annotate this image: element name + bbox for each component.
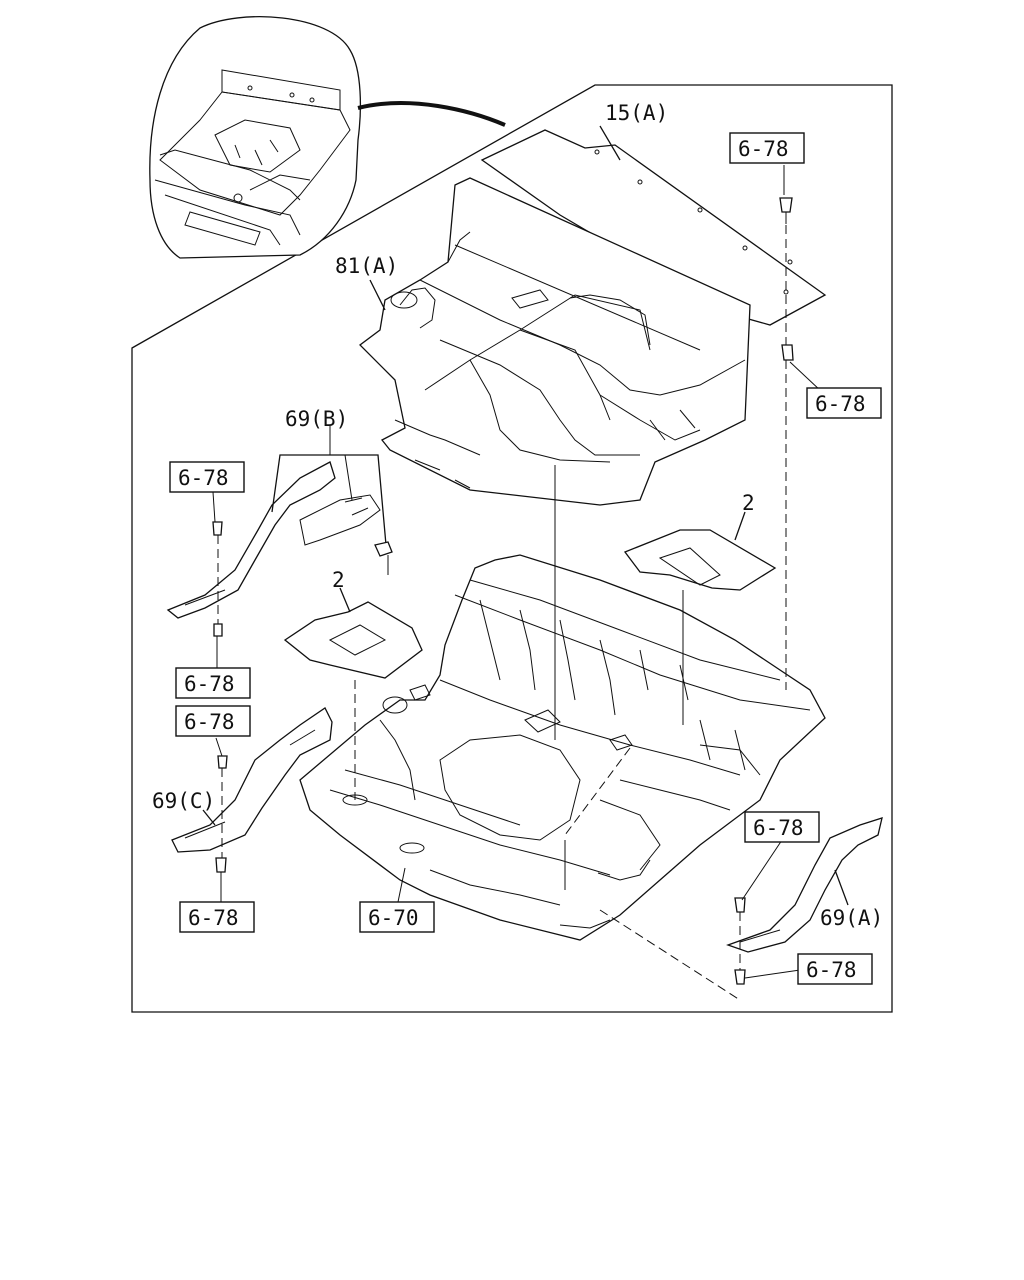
floor-panel-81a [359, 177, 751, 506]
svg-text:6-70: 6-70 [368, 906, 419, 930]
svg-text:6-78: 6-78 [806, 958, 857, 982]
label-2-left: 2 [332, 568, 345, 592]
svg-text:6-78: 6-78 [184, 710, 235, 734]
label-69a: 69(A) [820, 906, 883, 930]
alignment-lines [217, 225, 787, 1001]
ref-box-6-78-mid-right[interactable]: 6-78 [806, 387, 882, 419]
ref-box-6-78-69b-top[interactable]: 6-78 [169, 461, 245, 493]
bracket-69b [271, 454, 387, 546]
label-15a: 15(A) [605, 101, 668, 125]
svg-text:6-78: 6-78 [738, 137, 789, 161]
label-81a: 81(A) [335, 254, 398, 278]
floor-pan-6-70 [299, 554, 826, 941]
leader-lines [212, 165, 823, 979]
ref-box-6-78-69a-top[interactable]: 6-78 [744, 811, 820, 843]
ref-box-6-78-top-right[interactable]: 6-78 [729, 132, 805, 164]
part-2-right [623, 529, 777, 591]
label-69b: 69(B) [285, 407, 348, 431]
ref-box-6-78-69c-top[interactable]: 6-78 [175, 705, 251, 737]
svg-text:6-78: 6-78 [753, 816, 804, 840]
vehicle-overview-inset [149, 16, 362, 259]
svg-text:6-78: 6-78 [184, 672, 235, 696]
sill-plate-69a [726, 817, 883, 953]
sill-plate-69b [166, 461, 381, 619]
label-69c: 69(C) [152, 789, 215, 813]
ref-box-6-78-69b-bottom[interactable]: 6-78 [175, 667, 251, 699]
ref-box-6-70[interactable]: 6-70 [359, 901, 435, 933]
label-2-right: 2 [742, 491, 755, 515]
diagram-frame [131, 84, 893, 1013]
ref-box-6-78-69c-bottom[interactable]: 6-78 [179, 901, 255, 933]
fasteners [212, 197, 794, 985]
svg-text:6-78: 6-78 [188, 906, 239, 930]
svg-text:6-78: 6-78 [178, 466, 229, 490]
sill-plate-69c [171, 707, 333, 853]
part-2-left [283, 601, 423, 679]
svg-text:6-78: 6-78 [815, 392, 866, 416]
inset-arrow [357, 101, 506, 127]
ref-box-6-78-69a-bottom[interactable]: 6-78 [797, 953, 873, 985]
clip-69b [374, 541, 393, 557]
